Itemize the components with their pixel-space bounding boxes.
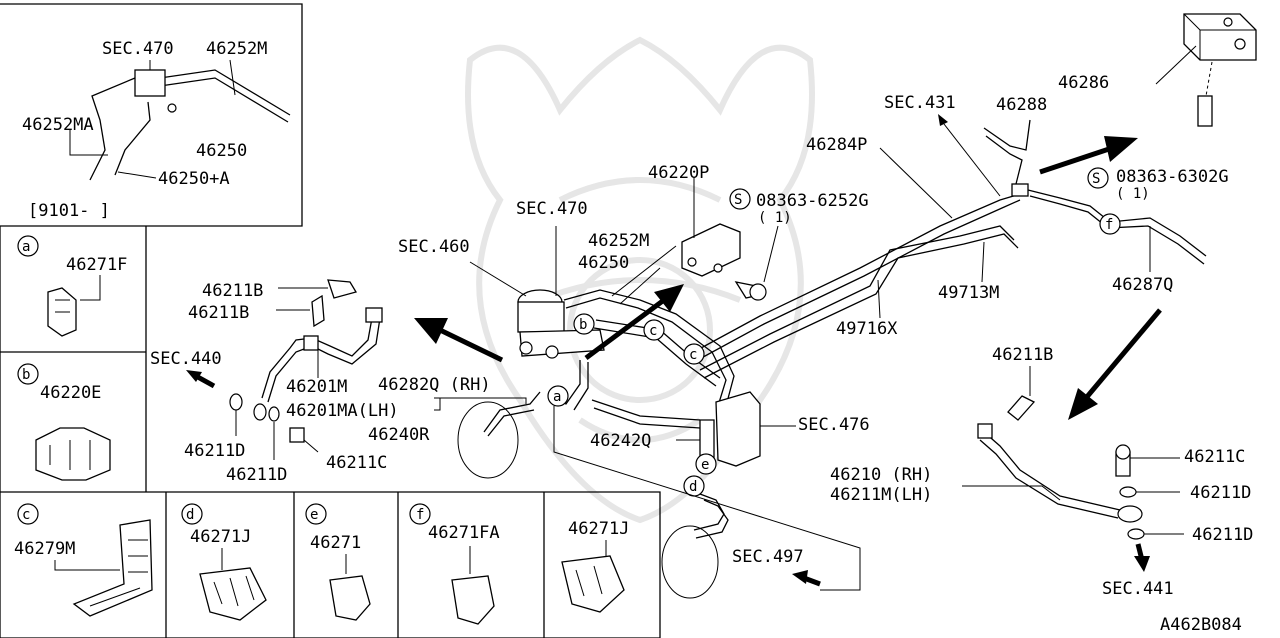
main-drawing: 46211B 46211B SEC.440 46201M 46201MA(LH)…: [150, 13, 1257, 635]
callout-b: [573, 313, 595, 335]
callout-s-1: [729, 188, 751, 210]
legend-a-callout: [17, 235, 39, 257]
legend-c-letter: c: [22, 507, 30, 523]
legend-a-letter: a: [22, 239, 30, 255]
label-46250: 46250: [578, 253, 629, 273]
callout-f: [1099, 213, 1121, 235]
inset-sec470-label: SEC.470: [102, 39, 174, 59]
diagram-code: A462B084: [1160, 615, 1242, 635]
label-sec460: SEC.460: [398, 237, 470, 257]
legend-c-callout: [17, 503, 39, 525]
svg-text:c: c: [649, 323, 657, 339]
label-46211B-1: 46211B: [202, 281, 263, 301]
label-46211D-3: 46211D: [1190, 483, 1251, 503]
legend-a-part: 46271F: [66, 255, 127, 275]
label-49713M: 49713M: [938, 283, 999, 303]
label-46211C: 46211C: [326, 453, 387, 473]
label-46211D-1: 46211D: [184, 441, 245, 461]
legend-d-letter: d: [186, 507, 194, 523]
legend-grid: a 46271F b 46220E c 46279M d 46271J e 46…: [0, 226, 661, 638]
inset-46252M-label: 46252M: [206, 39, 267, 59]
legend-f-letter: f: [416, 507, 424, 523]
legend-b-part: 46220E: [40, 383, 101, 403]
label-46288: 46288: [996, 95, 1047, 115]
label-46211D-2: 46211D: [226, 465, 287, 485]
label-46282Q: 46282Q (RH): [378, 375, 491, 395]
label-49716X: 49716X: [836, 319, 898, 339]
label-46287Q: 46287Q: [1112, 275, 1173, 295]
label-sec476: SEC.476: [798, 415, 870, 435]
inset-46252MA-label: 46252MA: [22, 115, 94, 135]
label-46284P: 46284P: [806, 135, 867, 155]
label-46286: 46286: [1058, 73, 1109, 93]
label-46220P: 46220P: [648, 163, 709, 183]
legend-c-part: 46279M: [14, 539, 75, 559]
label-sec440: SEC.440: [150, 349, 222, 369]
label-46211C-2: 46211C: [1184, 447, 1245, 467]
label-bolt1-qty: ( 1): [758, 210, 792, 226]
legend-e-callout: [305, 503, 327, 525]
legend-d-callout: [181, 503, 203, 525]
svg-text:f: f: [1105, 217, 1113, 233]
label-bolt-08363-6302G: 08363-6302G: [1116, 167, 1229, 187]
label-bolt2-qty: ( 1): [1116, 186, 1150, 202]
label-sec470: SEC.470: [516, 199, 588, 219]
legend-f-part: 46271FA: [428, 523, 500, 543]
label-46201M: 46201M: [286, 377, 347, 397]
legend-e-part: 46271: [310, 533, 361, 553]
svg-text:e: e: [701, 457, 709, 473]
inset-panel: SEC.470 46252M 46252MA 46250 46250+A [91…: [0, 3, 303, 227]
svg-text:d: d: [689, 479, 697, 495]
callout-a: [547, 385, 569, 407]
label-sec431: SEC.431: [884, 93, 956, 113]
label-46242Q: 46242Q: [590, 431, 651, 451]
callout-s-2: [1087, 167, 1109, 189]
label-46210: 46210 (RH): [830, 465, 932, 485]
svg-text:c: c: [689, 347, 697, 363]
legend-d-part: 46271J: [190, 527, 251, 547]
inset-date-label: [9101- ]: [28, 201, 110, 221]
legend-f-callout: [409, 503, 431, 525]
watermark-emblem: [465, 36, 815, 524]
label-46211B-2: 46211B: [188, 303, 249, 323]
label-46211M: 46211M(LH): [830, 485, 932, 505]
svg-text:S: S: [734, 192, 742, 208]
label-46240R: 46240R: [368, 425, 430, 445]
legend-b-callout: [17, 363, 39, 385]
callout-c-2: [683, 343, 705, 365]
callout-c-1: [643, 319, 665, 341]
label-46211D-4: 46211D: [1192, 525, 1253, 545]
svg-text:a: a: [553, 389, 561, 405]
label-sec441: SEC.441: [1102, 579, 1174, 599]
label-sec497: SEC.497: [732, 547, 804, 567]
label-46252M: 46252M: [588, 231, 649, 251]
label-46211B-3: 46211B: [992, 345, 1053, 365]
callout-e: [695, 453, 717, 475]
legend-g-part: 46271J: [568, 519, 629, 539]
label-bolt-08363-6252G: 08363-6252G: [756, 191, 869, 211]
label-46201MA: 46201MA(LH): [286, 401, 399, 421]
inset-46250A-label: 46250+A: [158, 169, 230, 189]
inset-46250-label: 46250: [196, 141, 247, 161]
legend-b-letter: b: [22, 367, 30, 383]
svg-text:b: b: [579, 317, 587, 333]
legend-e-letter: e: [310, 507, 318, 523]
svg-text:S: S: [1092, 171, 1100, 187]
